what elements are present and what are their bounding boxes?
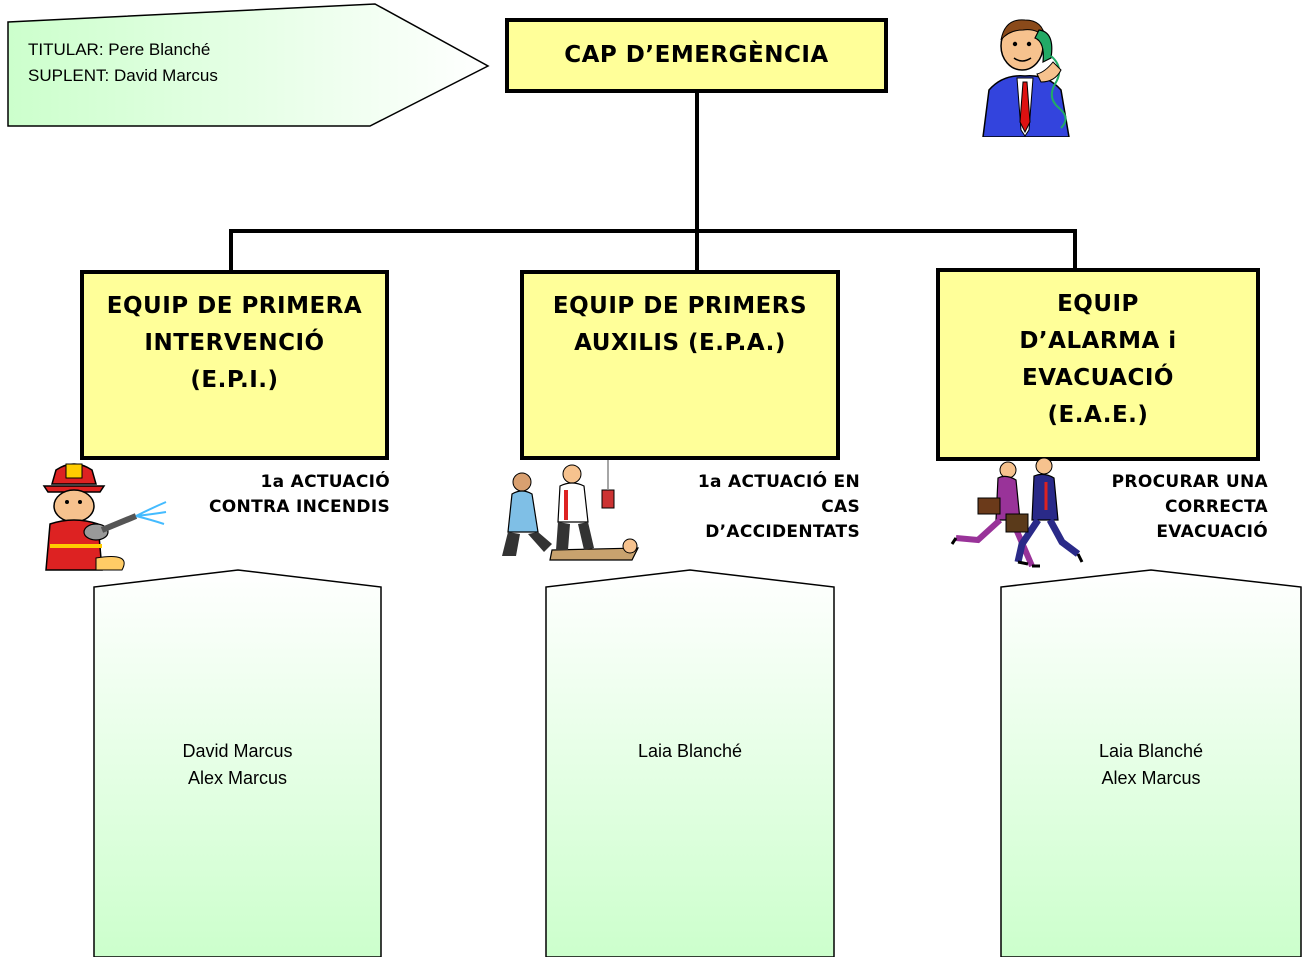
team-title-line: EQUIP — [1057, 291, 1139, 317]
members-panel-epi — [93, 569, 382, 957]
team-title-line: EQUIP DE PRIMERA — [106, 293, 363, 319]
member-name: David Marcus — [182, 741, 293, 761]
task-line: 1a ACTUACIÓ — [260, 472, 390, 492]
members-panel-eae — [1000, 569, 1302, 957]
task-line: D’ACCIDENTATS — [705, 522, 860, 542]
task-line: CORRECTA — [1164, 497, 1268, 517]
team-title-line: EQUIP DE PRIMERS — [552, 293, 808, 319]
first-aid-paramedics-icon — [502, 460, 639, 561]
members-eae: Laia Blanché Alex Marcus — [1001, 738, 1301, 792]
members-epi: David Marcus Alex Marcus — [94, 738, 381, 792]
team-title-line: (E.A.E.) — [1047, 402, 1149, 428]
task-line: CAS — [821, 497, 860, 517]
cap-emergencia-label: CAP D’EMERGÈNCIA — [564, 42, 829, 68]
team-title-line: AUXILIS (E.P.A.) — [574, 330, 786, 356]
titular-line: TITULAR: Pere Blanché — [28, 40, 211, 59]
member-name: Alex Marcus — [1101, 768, 1201, 788]
firefighter-icon — [42, 463, 167, 571]
team-title-line: D’ALARMA i — [1019, 328, 1177, 354]
member-name: Laia Blanché — [637, 741, 743, 761]
team-box-epi: EQUIP DE PRIMERA INTERVENCIÓ (E.P.I.) — [80, 270, 389, 460]
team-title-line: INTERVENCIÓ — [144, 330, 325, 356]
titular-note-shape — [7, 3, 490, 127]
task-line: EVACUACIÓ — [1156, 522, 1268, 542]
people-running-icon — [950, 458, 1084, 568]
task-epa: 1a ACTUACIÓ EN CAS D’ACCIDENTATS — [620, 470, 860, 545]
members-panel-epa — [545, 569, 835, 957]
team-title-line: (E.P.I.) — [190, 367, 279, 393]
man-on-phone-icon — [982, 19, 1070, 137]
task-eae: PROCURAR UNA CORRECTA EVACUACIÓ — [1040, 470, 1268, 545]
member-name: Laia Blanché — [1098, 741, 1204, 761]
titular-note: TITULAR: Pere Blanché SUPLENT: David Mar… — [28, 37, 218, 89]
suplent-line: SUPLENT: David Marcus — [28, 66, 218, 85]
connector-lines — [229, 91, 1077, 272]
task-epi: 1a ACTUACIÓ CONTRA INCENDIS — [170, 470, 390, 520]
member-name: Alex Marcus — [187, 768, 288, 788]
members-epa: Laia Blanché — [546, 738, 834, 765]
task-line: PROCURAR UNA — [1111, 472, 1268, 492]
task-line: 1a ACTUACIÓ EN — [697, 472, 860, 492]
team-box-epa: EQUIP DE PRIMERS AUXILIS (E.P.A.) — [520, 270, 840, 460]
team-title-line: EVACUACIÓ — [1022, 365, 1174, 391]
team-box-eae: EQUIP D’ALARMA i EVACUACIÓ (E.A.E.) — [936, 268, 1260, 461]
task-line: CONTRA INCENDIS — [209, 497, 390, 517]
cap-emergencia-box: CAP D’EMERGÈNCIA — [505, 18, 888, 93]
